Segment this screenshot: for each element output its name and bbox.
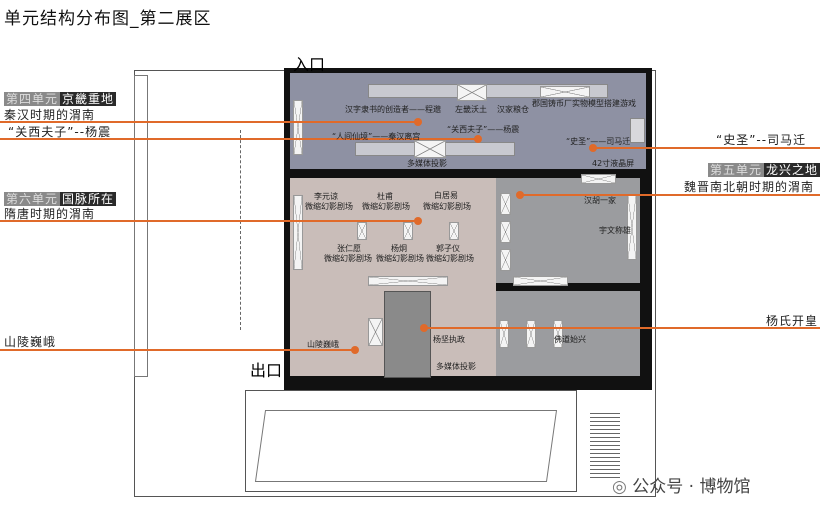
theatre-case <box>357 222 367 240</box>
watermark-text: 公众号 · 博物馆 <box>632 477 751 497</box>
passage <box>290 283 496 291</box>
entrance-label: 入口 <box>293 55 326 74</box>
label-yuwen: 宇文称雄 <box>599 226 631 235</box>
marker-unit5 <box>516 191 524 199</box>
label-theatre: 微缩幻影剧场 <box>324 254 372 263</box>
staircase <box>384 291 431 378</box>
label-zhubi: 郡国铸币厂实物模型搭建游戏 <box>532 99 636 108</box>
label-theatre: 微缩幻影剧场 <box>305 202 353 211</box>
label-shanling: 山陵巍峨 <box>307 340 339 349</box>
marker-unit6 <box>414 217 422 225</box>
leader-line-unit6 <box>0 220 418 222</box>
label-zhang: 张仁愿 <box>337 244 361 253</box>
unit6-subtitle: 隋唐时期的渭南 <box>4 207 96 221</box>
display-case <box>500 193 511 215</box>
leader-line-yangzhen <box>0 138 478 140</box>
unit4-tag: 第四单元京畿重地 <box>4 90 117 107</box>
display-case <box>414 140 446 158</box>
display-case <box>293 195 303 270</box>
label-theatre: 微缩幻影剧场 <box>426 254 474 263</box>
unit5-simaqian: “史圣”--司马迁 <box>716 133 807 147</box>
unit4-name: 京畿重地 <box>60 92 117 106</box>
display-case <box>368 276 448 286</box>
unit6-number: 第六单元 <box>4 192 61 206</box>
label-liangcang: 汉家粮仓 <box>497 105 529 114</box>
stairs <box>590 410 620 480</box>
label-zuofeng: 左畿沃土 <box>455 105 487 114</box>
display-case <box>540 86 590 98</box>
unit5-subtitle: 魏晋南北朝时期的渭南 <box>684 180 815 194</box>
label-yang-kaihuang: 杨氏开皇 <box>766 314 819 328</box>
label-fodao: 佛道始兴 <box>554 335 586 344</box>
unit5-name: 龙兴之地 <box>764 163 820 177</box>
unit4-subtitle: 秦汉时期的渭南 <box>4 108 96 122</box>
unit5-number: 第五单元 <box>708 163 765 177</box>
label-yangzhen: “关西夫子”——杨震 <box>447 125 520 134</box>
label-bai: 白居易 <box>434 191 458 200</box>
label-lcd: 42寸液晶屏 <box>592 159 635 168</box>
leader-line-simaqian <box>593 147 820 149</box>
label-yangjian: 杨坚执政 <box>433 335 465 344</box>
unit4-yangzhen: “关西夫子”--杨震 <box>8 125 112 139</box>
label-simaqian: “史圣”——司马迁 <box>566 137 631 146</box>
unit6-name: 国脉所在 <box>60 192 117 206</box>
unit4-number: 第四单元 <box>4 92 61 106</box>
marker-yangzhen <box>474 135 482 143</box>
exit-label: 出口 <box>250 361 283 380</box>
display-case <box>500 249 511 271</box>
page-title: 单元结构分布图_第二展区 <box>4 9 212 29</box>
marker-simaqian <box>589 144 597 152</box>
wechat-icon: ◎ <box>612 477 633 497</box>
marker-unit4 <box>414 118 422 126</box>
label-theatre: 微缩幻影剧场 <box>362 202 410 211</box>
unit6-tag: 第六单元国脉所在 <box>4 190 117 207</box>
theatre-case <box>449 222 459 240</box>
label-chengmiao: 汉字隶书的创造者——程邈 <box>345 105 441 114</box>
interactive-kiosk <box>630 118 645 143</box>
label-hanhu: 汉胡一家 <box>584 196 616 205</box>
label-theatre: 微缩幻影剧场 <box>423 202 471 211</box>
unit5-tag: 第五单元龙兴之地 <box>708 161 820 178</box>
leader-line-shanling <box>0 349 355 351</box>
theatre-case <box>403 222 413 240</box>
ramp <box>254 410 558 482</box>
label-xianjing: “人间仙境”——秦汉离宫 <box>332 132 421 141</box>
display-case <box>500 221 511 243</box>
display-case <box>513 276 568 286</box>
leader-line-unit5 <box>520 194 820 196</box>
label-theatre: 微缩幻影剧场 <box>376 254 424 263</box>
label-li: 李元谅 <box>314 192 338 201</box>
south-annex <box>245 390 577 492</box>
west-corridor <box>240 130 286 330</box>
label-shanling-side: 山陵巍峨 <box>4 335 57 349</box>
marker-yang <box>420 324 428 332</box>
display-case <box>553 320 563 348</box>
label-media2: 多媒体投影 <box>436 362 476 371</box>
display-case <box>457 84 487 101</box>
display-case <box>581 174 616 184</box>
marker-shanling <box>351 346 359 354</box>
display-case <box>293 100 303 155</box>
label-media1: 多媒体投影 <box>407 159 447 168</box>
leader-line-yang <box>424 327 820 329</box>
west-window <box>134 75 148 377</box>
label-guo: 郭子仪 <box>436 244 460 253</box>
zone-weijin-lower <box>496 291 640 376</box>
watermark: ◎ 公众号 · 博物馆 <box>612 472 750 497</box>
label-yangjiong: 杨炯 <box>391 244 407 253</box>
display-case <box>368 318 383 346</box>
leader-line-unit4 <box>0 121 418 123</box>
display-case <box>526 320 536 348</box>
display-case <box>499 320 509 348</box>
label-du: 杜甫 <box>377 192 393 201</box>
